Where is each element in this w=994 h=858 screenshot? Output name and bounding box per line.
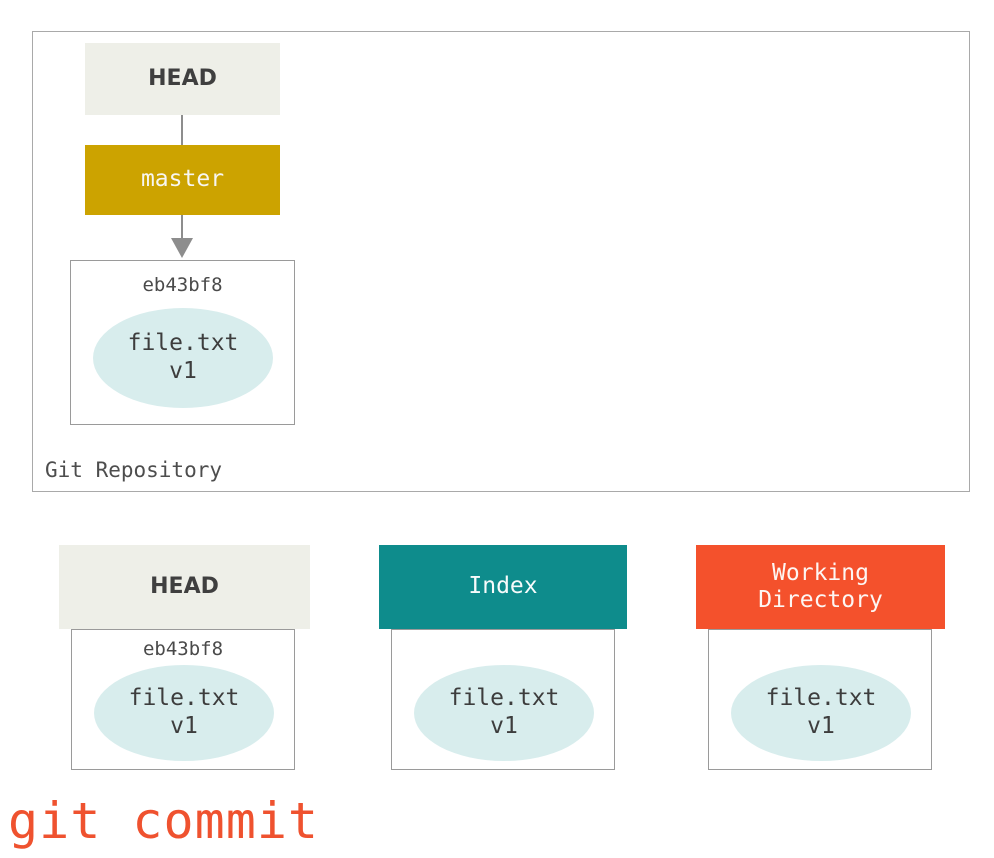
area-working-directory-tag: Working Directory — [696, 545, 945, 629]
area-head-file-version: v1 — [170, 713, 198, 739]
head-to-branch-connector — [181, 115, 183, 145]
area-head-file-name: file.txt — [128, 685, 240, 712]
area-working-directory-box: file.txt v1 — [708, 629, 932, 770]
area-head-tag: HEAD — [59, 545, 310, 629]
area-working-directory-file-blob: file.txt v1 — [731, 665, 911, 761]
repo-commit-file-name: file.txt — [127, 330, 239, 357]
area-working-directory-tag-label-line2: Directory — [758, 587, 883, 613]
area-head-box: eb43bf8 file.txt v1 — [71, 629, 295, 770]
repo-head-tag-label: HEAD — [148, 66, 217, 92]
area-index-file-blob: file.txt v1 — [414, 665, 594, 761]
area-head-hash: eb43bf8 — [142, 638, 224, 660]
repo-head-tag: HEAD — [85, 43, 280, 115]
repo-commit-hash: eb43bf8 — [142, 274, 223, 296]
area-working-directory-tag-label-line1: Working — [772, 559, 869, 586]
branch-to-commit-connector — [181, 215, 183, 240]
area-working-directory-file-name: file.txt — [765, 685, 877, 712]
repo-branch-tag: master — [85, 145, 280, 215]
area-index-tag-label: Index — [468, 573, 538, 600]
repo-commit-box: eb43bf8 file.txt v1 — [70, 260, 295, 425]
area-index-file-name: file.txt — [448, 685, 560, 712]
area-head-file-blob: file.txt v1 — [94, 665, 274, 761]
diagram-caption: git commit — [8, 792, 320, 850]
git-repository-label: Git Repository — [45, 458, 223, 482]
area-head-tag-label: HEAD — [150, 574, 219, 600]
area-working-directory-file-version: v1 — [807, 713, 835, 739]
repo-commit-file-version: v1 — [169, 358, 197, 384]
repo-commit-file-blob: file.txt v1 — [93, 308, 273, 408]
area-index-box: file.txt v1 — [391, 629, 615, 770]
branch-to-commit-arrowhead — [171, 238, 193, 258]
repo-branch-tag-label: master — [140, 166, 225, 193]
area-index-file-version: v1 — [490, 713, 518, 739]
area-index-tag: Index — [379, 545, 627, 629]
